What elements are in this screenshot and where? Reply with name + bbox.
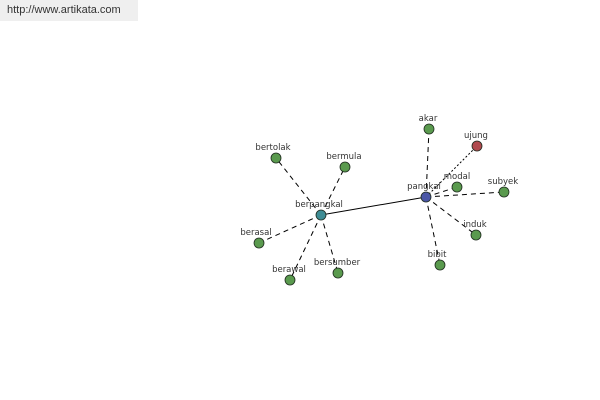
node-bersumber-dot[interactable] xyxy=(332,267,344,279)
node-berpangkal[interactable]: berpangkal xyxy=(295,200,343,221)
node-subyek-label[interactable]: subyek xyxy=(488,177,518,187)
node-induk[interactable]: induk xyxy=(463,220,487,241)
node-akar-dot[interactable] xyxy=(423,123,435,135)
node-bermula-label[interactable]: bermula xyxy=(326,152,361,162)
edges-layer xyxy=(258,128,505,281)
node-berasal-label[interactable]: berasal xyxy=(240,228,271,238)
node-akar[interactable]: akar xyxy=(419,114,438,135)
node-berawal[interactable]: berawal xyxy=(272,265,306,286)
node-bersumber[interactable]: bersumber xyxy=(314,258,361,279)
node-pangkal[interactable]: pangkal xyxy=(407,182,441,203)
node-bibit-label[interactable]: bibit xyxy=(428,250,448,260)
node-bersumber-label[interactable]: bersumber xyxy=(314,258,361,268)
node-modal[interactable]: modal xyxy=(444,172,470,193)
node-berawal-label[interactable]: berawal xyxy=(272,265,306,275)
node-induk-dot[interactable] xyxy=(470,229,482,241)
node-pangkal-dot[interactable] xyxy=(420,191,432,203)
edge-pangkal-modal xyxy=(425,186,458,198)
node-bermula-dot[interactable] xyxy=(339,161,351,173)
node-modal-label[interactable]: modal xyxy=(444,172,470,182)
node-berasal[interactable]: berasal xyxy=(240,228,272,249)
node-ujung-label[interactable]: ujung xyxy=(464,131,488,141)
node-berasal-dot[interactable] xyxy=(253,237,265,249)
node-subyek[interactable]: subyek xyxy=(488,177,518,198)
node-modal-dot[interactable] xyxy=(451,181,463,193)
node-ujung[interactable]: ujung xyxy=(464,131,488,152)
node-berawal-dot[interactable] xyxy=(284,274,296,286)
edge-pangkal-induk xyxy=(425,196,477,236)
edge-pangkal-akar xyxy=(425,128,430,198)
node-bibit[interactable]: bibit xyxy=(428,250,448,271)
edge-pangkal-bibit xyxy=(425,196,441,266)
node-berpangkal-dot[interactable] xyxy=(315,209,327,221)
node-akar-label[interactable]: akar xyxy=(419,114,438,124)
node-bertolak-label[interactable]: bertolak xyxy=(255,143,290,153)
edge-berpangkal-bertolak xyxy=(275,157,322,216)
node-ujung-dot[interactable] xyxy=(471,140,483,152)
node-bertolak-dot[interactable] xyxy=(270,152,282,164)
edge-pangkal-berpangkal xyxy=(320,196,427,216)
node-bertolak[interactable]: bertolak xyxy=(255,143,291,164)
node-pangkal-label[interactable]: pangkal xyxy=(407,182,441,192)
edge-pangkal-subyek xyxy=(425,191,505,198)
edge-berpangkal-bersumber xyxy=(320,214,339,274)
edge-pangkal-ujung xyxy=(425,145,478,198)
node-induk-label[interactable]: induk xyxy=(463,220,487,230)
node-berpangkal-label[interactable]: berpangkal xyxy=(295,200,343,210)
node-subyek-dot[interactable] xyxy=(498,186,510,198)
nodes-layer: pangkal berpangkal akar ujung modal subyek ind… xyxy=(240,114,518,286)
site-url[interactable]: http://www.artikata.com xyxy=(0,0,138,21)
edge-berpangkal-berasal xyxy=(258,214,322,244)
edge-berpangkal-berawal xyxy=(289,214,322,281)
node-bermula[interactable]: bermula xyxy=(326,152,362,173)
node-bibit-dot[interactable] xyxy=(434,259,446,271)
